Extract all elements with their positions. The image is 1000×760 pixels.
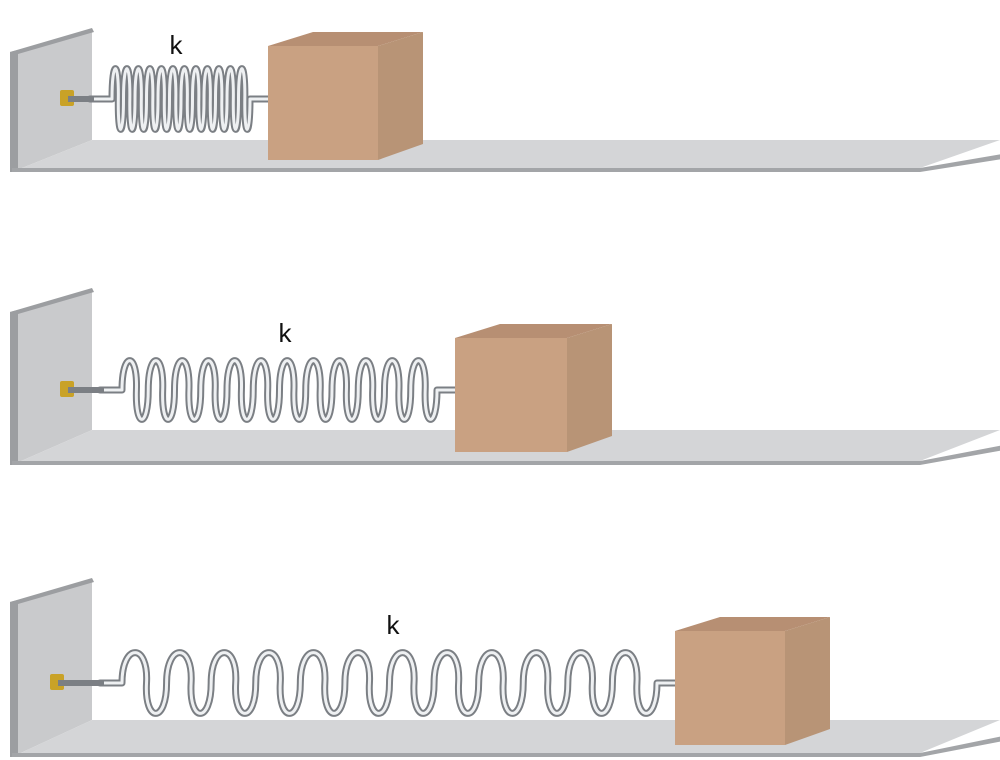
wall-top-edge: [10, 288, 94, 314]
block-front-face: [455, 338, 567, 452]
wall-face: [12, 30, 92, 172]
spring-constant-label: k: [387, 610, 401, 640]
scene-stretched: k: [10, 578, 1000, 757]
mount-rod: [58, 680, 104, 686]
block-top-face: [675, 617, 830, 631]
spring: [96, 649, 679, 717]
wall: [10, 578, 94, 757]
spring-constant-label: k: [170, 30, 184, 60]
floor: [12, 720, 1000, 757]
mount-bracket: [60, 90, 94, 106]
block-front-face: [675, 631, 785, 745]
floor-edge: [12, 445, 1000, 465]
block-front-face: [268, 46, 378, 160]
floor-surface: [12, 720, 1000, 757]
wall: [10, 288, 94, 465]
block-top-face: [455, 324, 612, 338]
mount-bracket: [50, 674, 104, 690]
wall: [10, 28, 94, 172]
spring-coil-highlight: [98, 651, 677, 715]
mount-bracket: [60, 381, 104, 397]
scene-relaxed: k: [10, 288, 1000, 465]
wall-edge: [10, 310, 18, 465]
spring-coil-highlight: [88, 67, 270, 131]
wall-top-edge: [10, 578, 94, 604]
block: [675, 617, 830, 745]
mount-rod: [68, 96, 94, 102]
floor-edge: [12, 154, 1000, 172]
spring-constant-label: k: [279, 318, 293, 348]
floor-surface: [12, 140, 1000, 172]
wall-top-edge: [10, 28, 94, 54]
scene-compressed: k: [10, 28, 1000, 172]
floor-edge: [12, 736, 1000, 757]
block: [268, 32, 423, 160]
floor: [12, 140, 1000, 172]
block-top-face: [268, 32, 423, 46]
spring-coil-highlight: [98, 359, 457, 421]
block-side-face: [378, 32, 423, 160]
wall-edge: [10, 50, 18, 172]
mount-rod: [68, 387, 104, 393]
wall-face: [12, 290, 92, 465]
block-side-face: [785, 617, 830, 745]
block-side-face: [567, 324, 612, 452]
spring: [86, 65, 272, 133]
spring: [96, 357, 459, 423]
block: [455, 324, 612, 452]
wall-face: [12, 580, 92, 757]
wall-edge: [10, 600, 18, 757]
